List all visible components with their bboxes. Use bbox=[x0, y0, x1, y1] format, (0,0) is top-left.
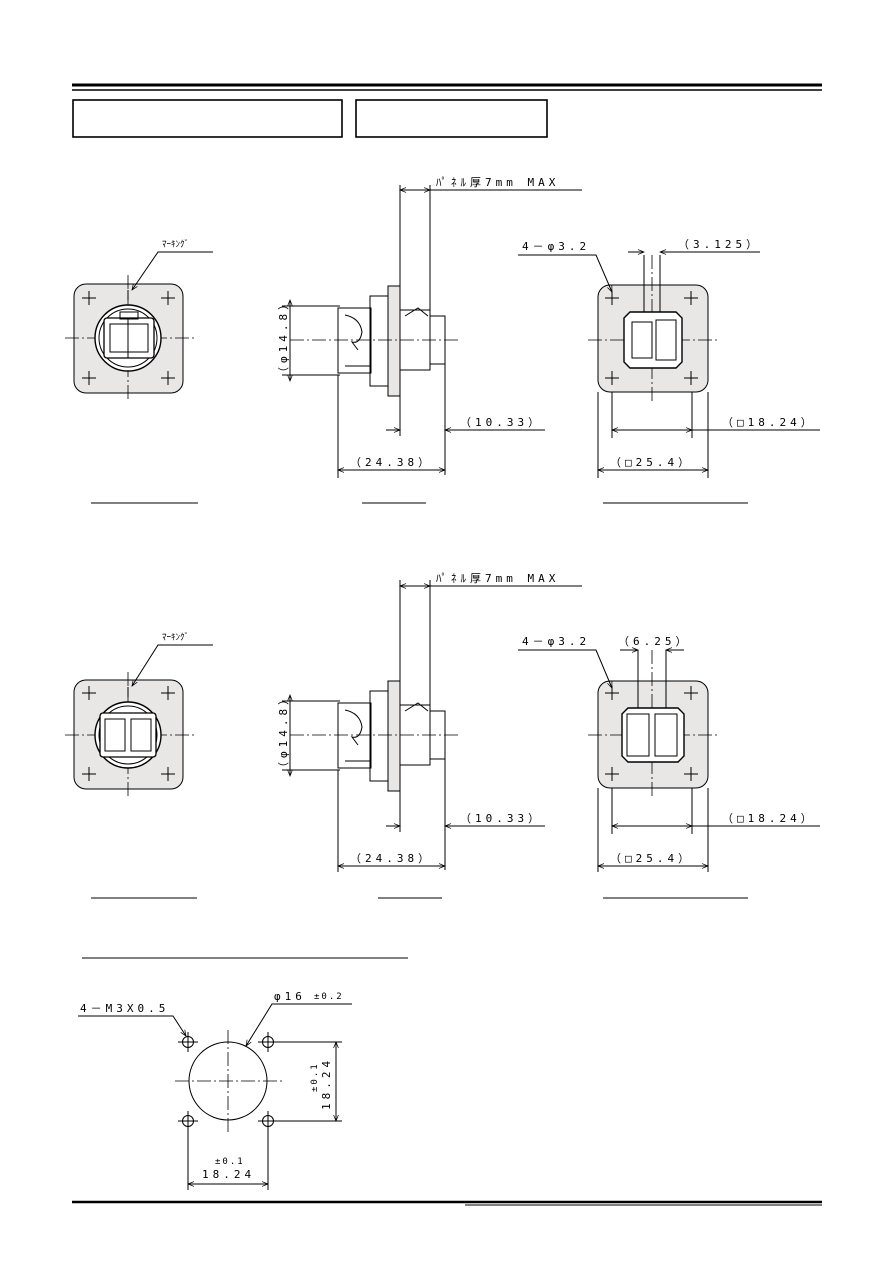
panel-thickness-label-middle: ﾊﾟﾈﾙ厚7mm MAX bbox=[436, 572, 559, 585]
diameter-dim-middle bbox=[282, 694, 340, 777]
rear-view-middle bbox=[588, 650, 718, 872]
side-view-top bbox=[290, 285, 458, 397]
hole-diameter-leader bbox=[245, 1003, 352, 1047]
square-inner-label-top: （□18.24） bbox=[722, 416, 816, 429]
holes-leader-top bbox=[518, 254, 613, 293]
marking-leader-top bbox=[131, 251, 213, 291]
title-box bbox=[72, 99, 343, 138]
rear-view-top bbox=[588, 255, 718, 478]
vertical-pitch-tolerance: ±0.1 bbox=[310, 1062, 320, 1092]
screws-label: 4－M3X0.5 bbox=[80, 1002, 169, 1015]
horizontal-pitch-label: 18.24 bbox=[202, 1168, 255, 1181]
holes-label-middle: 4－φ3.2 bbox=[522, 635, 590, 648]
front-view-top bbox=[65, 275, 195, 402]
marking-label-middle: ﾏｰｷﾝｸﾞ bbox=[162, 632, 189, 643]
panel-thickness-dim-middle bbox=[399, 580, 582, 707]
total-length-label-top: （24.38） bbox=[350, 456, 433, 469]
rear-length-dim-top bbox=[386, 364, 545, 475]
square-outer-label-middle: （□25.4） bbox=[610, 852, 693, 865]
holes-label-top: 4－φ3.2 bbox=[522, 240, 590, 253]
diameter-dim-top bbox=[282, 299, 340, 382]
hole-diameter-label: φ16 bbox=[274, 990, 306, 1003]
total-length-label-middle: （24.38） bbox=[350, 852, 433, 865]
rear-length-label-middle: （10.33） bbox=[460, 812, 543, 825]
footer-rules bbox=[72, 1200, 822, 1206]
screw-hole bbox=[178, 1032, 198, 1052]
square-inner-label-middle: （□18.24） bbox=[722, 812, 816, 825]
marking-label-top: ﾏｰｷﾝｸﾞ bbox=[162, 239, 189, 250]
total-length-dim-top bbox=[337, 375, 446, 478]
marking-leader-middle bbox=[131, 644, 213, 687]
screws-leader bbox=[78, 1015, 187, 1037]
panel-cutout bbox=[175, 1030, 342, 1190]
panel-thickness-dim-top bbox=[399, 185, 582, 312]
panel-thickness-label-top: ﾊﾟﾈﾙ厚7mm MAX bbox=[436, 176, 559, 189]
pitch-label-top: （3.125） bbox=[678, 238, 761, 251]
vertical-pitch-label: 18.24 bbox=[320, 1057, 333, 1110]
holes-leader-middle bbox=[518, 649, 613, 689]
hole-diameter-tolerance: ±0.2 bbox=[314, 992, 344, 1002]
horizontal-pitch-tolerance: ±0.1 bbox=[215, 1157, 245, 1167]
rear-length-dim-middle bbox=[386, 759, 545, 870]
square-outer-label-top: （□25.4） bbox=[610, 456, 693, 469]
diameter-label-top: （φ14.8） bbox=[277, 295, 290, 378]
total-length-dim-middle bbox=[337, 770, 446, 872]
diameter-label-middle: （φ14.8） bbox=[277, 690, 290, 773]
header-rules bbox=[72, 83, 822, 91]
part-number-box bbox=[355, 99, 548, 138]
side-view-middle bbox=[290, 680, 458, 792]
pitch-label-middle: （6.25） bbox=[618, 635, 691, 648]
front-view-middle bbox=[65, 672, 195, 798]
rear-length-label-top: （10.33） bbox=[460, 416, 543, 429]
